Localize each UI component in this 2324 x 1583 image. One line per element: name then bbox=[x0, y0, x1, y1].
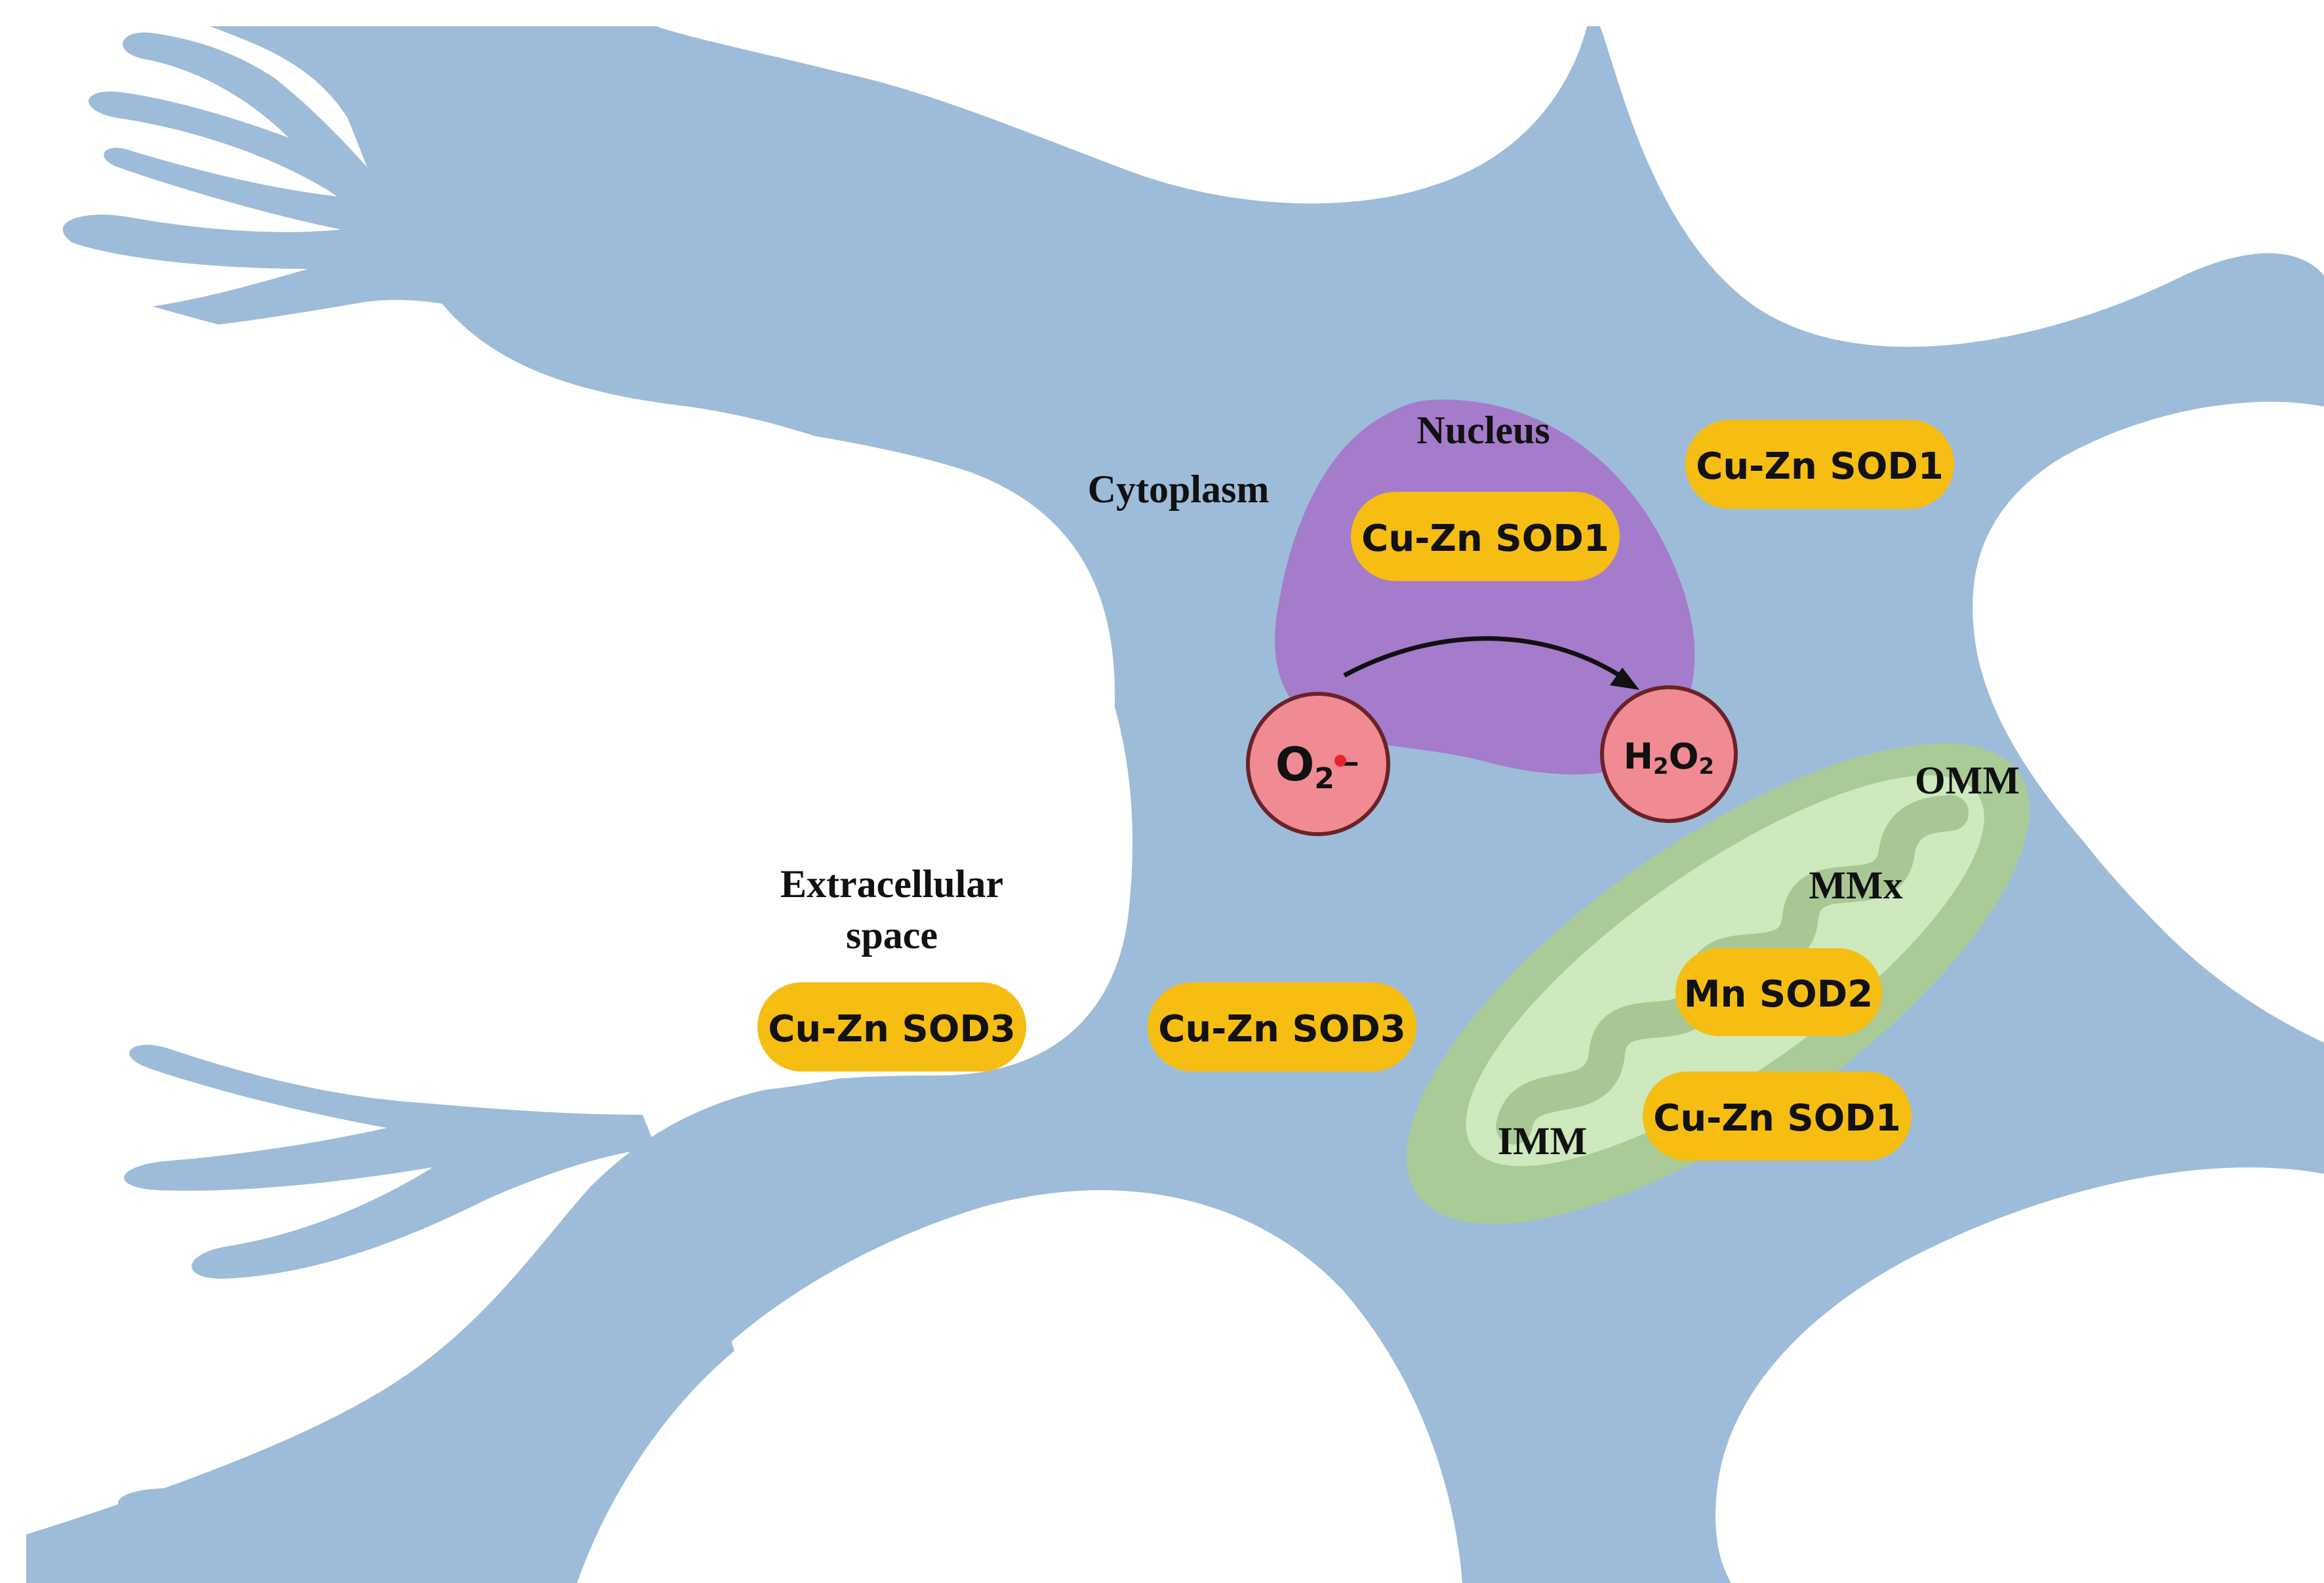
enzyme-pill-nucleus-sod1: Cu-Zn SOD1 bbox=[1351, 492, 1620, 581]
h-symbol: H bbox=[1624, 736, 1653, 777]
extracellular-space bbox=[26, 262, 1115, 1098]
dendrite-bottom-left bbox=[118, 1312, 734, 1583]
mmx-label: MMx bbox=[1809, 864, 1902, 907]
curved-arrow-icon bbox=[1343, 636, 1621, 678]
enzyme-label: Cu-Zn SOD1 bbox=[1653, 1097, 1901, 1140]
superoxide-subscript: 2 bbox=[1314, 762, 1334, 795]
enzyme-pill-membrane-sod3: Cu-Zn SOD3 bbox=[1148, 982, 1416, 1072]
enzyme-pill-extracellular-sod3: Cu-Zn SOD3 bbox=[757, 982, 1026, 1072]
superoxide-molecule bbox=[1246, 692, 1390, 836]
dendrite-lower-left bbox=[124, 1045, 656, 1279]
enzyme-pill-mito-sod2: Mn SOD2 bbox=[1675, 948, 1882, 1036]
enzyme-pill-cytoplasm-sod1: Cu-Zn SOD1 bbox=[1685, 420, 1954, 509]
enzyme-label: Cu-Zn SOD1 bbox=[1361, 517, 1609, 560]
enzyme-label: Cu-Zn SOD3 bbox=[1158, 1008, 1406, 1051]
nucleus bbox=[1275, 399, 1695, 774]
omm-label: OMM bbox=[1915, 759, 2020, 802]
extracellular-space-right bbox=[1994, 417, 2324, 1043]
extracellular-space-top bbox=[656, 26, 1587, 204]
enzyme-label: Cu-Zn SOD1 bbox=[1696, 445, 1944, 488]
o-subscript: 2 bbox=[1699, 753, 1715, 780]
imm-label: IMM bbox=[1498, 1119, 1588, 1163]
enzyme-label: Mn SOD2 bbox=[1684, 973, 1873, 1016]
dendrite-upper-left-branch bbox=[89, 32, 459, 289]
arrow-head-icon bbox=[1610, 668, 1639, 690]
h-subscript: 2 bbox=[1653, 753, 1669, 780]
hydrogen-peroxide-molecule bbox=[1600, 685, 1738, 823]
extracellular-label-line1: Extracellular bbox=[780, 862, 1003, 906]
superoxide-base: O bbox=[1275, 738, 1315, 792]
cytoplasm-label: Cytoplasm bbox=[1088, 468, 1270, 511]
enzyme-label: Cu-Zn SOD3 bbox=[768, 1008, 1016, 1051]
cell-body bbox=[26, 26, 2324, 1583]
hydrogen-peroxide-formula: H2O2 bbox=[1624, 736, 1714, 780]
radical-dot-icon bbox=[1334, 755, 1346, 767]
enzyme-pill-mito-sod1: Cu-Zn SOD1 bbox=[1643, 1072, 1912, 1161]
extracellular-label-line2: space bbox=[846, 913, 938, 957]
nucleus-label: Nucleus bbox=[1416, 409, 1550, 452]
extracellular-space-bottom bbox=[656, 1246, 1430, 1583]
o-symbol: O bbox=[1669, 736, 1699, 777]
dendrite-upper-left bbox=[62, 148, 538, 332]
